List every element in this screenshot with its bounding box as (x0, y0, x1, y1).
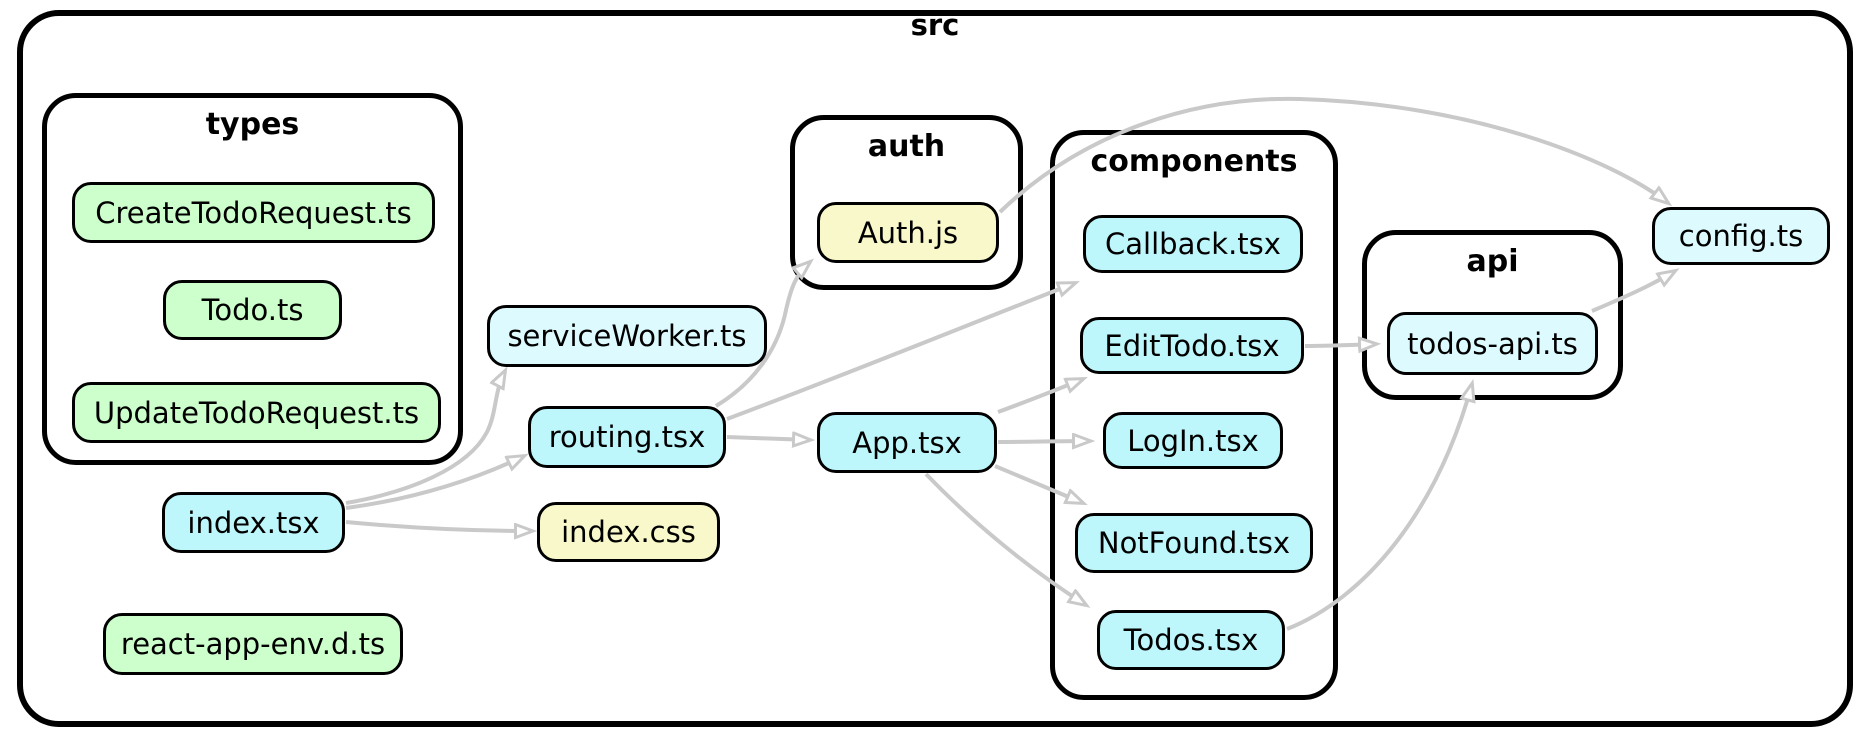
node-index-tsx: index.tsx (162, 492, 345, 553)
node-login: LogIn.tsx (1103, 412, 1283, 469)
node-callback: Callback.tsx (1083, 215, 1303, 273)
group-label-components: components (1090, 144, 1298, 179)
node-todos-api: todos-api.ts (1387, 312, 1598, 375)
edge-auth-js-to-config (998, 96, 1668, 214)
node-todos: Todos.tsx (1097, 610, 1285, 670)
node-auth-js: Auth.js (817, 202, 999, 263)
edge-routing-to-callback (726, 283, 1075, 421)
node-todo: Todo.ts (163, 280, 342, 340)
edge-todos-to-todos-api (1286, 384, 1472, 631)
group-label-auth: auth (867, 129, 946, 164)
edge-todos-api-to-config (1591, 271, 1675, 313)
group-label-api: api (1466, 244, 1519, 279)
node-update-todo-request: UpdateTodoRequest.ts (72, 382, 441, 443)
edge-app-to-not-found (994, 464, 1083, 503)
edge-index-tsx-to-routing (345, 456, 524, 510)
node-create-todo-request: CreateTodoRequest.ts (72, 182, 435, 243)
node-not-found: NotFound.tsx (1075, 513, 1313, 573)
edge-index-tsx-to-service-worker (345, 371, 505, 505)
node-config: config.ts (1652, 207, 1830, 265)
edge-routing-to-auth-js (714, 262, 810, 408)
edge-edit-todo-to-todos-api (1304, 344, 1376, 346)
node-service-worker: serviceWorker.ts (487, 305, 767, 367)
edge-app-to-login (997, 441, 1090, 442)
node-edit-todo: EditTodo.tsx (1080, 317, 1304, 374)
group-label-types: types (205, 107, 300, 142)
node-routing: routing.tsx (528, 406, 726, 468)
node-app: App.tsx (817, 412, 997, 473)
edge-index-tsx-to-index-css (345, 520, 532, 531)
node-react-app-env: react-app-env.d.ts (103, 613, 403, 675)
edge-app-to-todos (924, 472, 1086, 605)
node-index-css: index.css (537, 502, 720, 562)
edge-app-to-edit-todo (997, 379, 1083, 414)
edge-routing-to-app (726, 437, 810, 440)
src-folder-label: src (910, 8, 960, 42)
